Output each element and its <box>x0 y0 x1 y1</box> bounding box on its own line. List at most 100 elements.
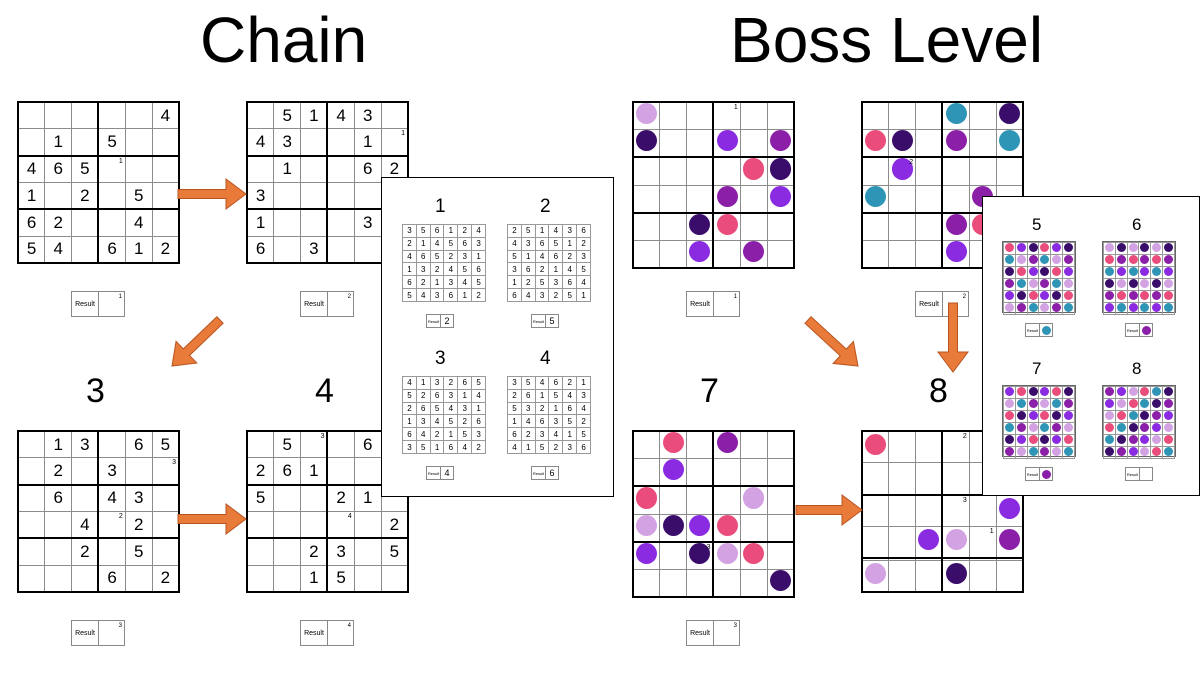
grid-cell[interactable] <box>151 208 180 237</box>
grid-cell[interactable] <box>712 568 741 598</box>
grid-cell[interactable] <box>380 564 409 593</box>
grid-cell[interactable] <box>273 181 302 210</box>
grid-cell[interactable] <box>888 526 917 559</box>
grid-cell[interactable]: 6 <box>97 235 126 264</box>
grid-cell[interactable] <box>71 564 99 593</box>
grid-cell[interactable]: 5 <box>151 430 180 459</box>
grid-cell[interactable] <box>659 568 688 598</box>
grid-cell[interactable]: 2 <box>44 457 73 486</box>
grid-cell[interactable] <box>71 457 99 486</box>
grid-cell[interactable] <box>915 430 943 464</box>
grid-cell[interactable] <box>246 101 275 130</box>
grid-cell[interactable] <box>246 510 275 539</box>
grid-cell[interactable] <box>124 101 153 130</box>
grid-cell[interactable] <box>861 129 890 158</box>
grid-cell[interactable] <box>686 568 714 598</box>
grid-cell[interactable] <box>17 510 46 539</box>
grid-cell[interactable] <box>44 510 73 539</box>
grid-cell[interactable] <box>659 458 688 487</box>
grid-cell[interactable]: 1 <box>273 154 302 183</box>
grid-cell[interactable] <box>941 101 970 131</box>
grid-cell[interactable] <box>861 430 890 464</box>
grid-cell[interactable]: 4 <box>124 208 153 237</box>
grid-cell[interactable] <box>326 208 355 237</box>
grid-cell[interactable] <box>766 540 795 570</box>
grid-cell[interactable] <box>995 156 1024 186</box>
grid-cell[interactable] <box>326 181 355 210</box>
grid-cell[interactable] <box>941 156 970 186</box>
grid-cell[interactable]: 6 <box>44 483 73 512</box>
grid-cell[interactable] <box>17 457 46 486</box>
grid-cell[interactable] <box>71 128 99 157</box>
grid-cell[interactable] <box>326 128 355 157</box>
grid-cell[interactable]: 1 <box>17 181 46 210</box>
grid-cell[interactable] <box>941 211 970 241</box>
grid-cell[interactable] <box>941 559 970 593</box>
grid-cell[interactable]: 4 <box>71 510 99 539</box>
grid-cell[interactable]: 3 <box>97 457 126 486</box>
grid-cell[interactable] <box>659 430 688 460</box>
grid-cell[interactable]: 4 <box>326 510 355 539</box>
grid-cell[interactable]: 6 <box>17 208 46 237</box>
result-value-box[interactable]: 3 <box>714 621 739 645</box>
grid-cell[interactable] <box>861 101 890 131</box>
grid-cell[interactable] <box>151 537 180 566</box>
grid-cell[interactable] <box>686 485 714 515</box>
grid-cell[interactable] <box>659 239 688 269</box>
grid-cell[interactable] <box>632 430 661 460</box>
grid-cell[interactable] <box>941 239 970 269</box>
grid-cell[interactable] <box>686 101 714 131</box>
grid-cell[interactable] <box>712 211 741 241</box>
grid-cell[interactable]: 2 <box>151 564 180 593</box>
grid-cell[interactable]: 2 <box>124 510 153 539</box>
grid-cell[interactable] <box>739 458 768 487</box>
grid-cell[interactable]: 3 <box>273 128 302 157</box>
grid-cell[interactable]: 3 <box>151 457 180 486</box>
grid-cell[interactable] <box>995 526 1024 559</box>
grid-cell[interactable]: 3 <box>300 235 328 264</box>
grid-cell[interactable] <box>739 485 768 515</box>
result-value-box[interactable]: 2 <box>328 292 353 316</box>
grid-cell[interactable] <box>659 540 688 570</box>
grid-cell[interactable]: 1 <box>246 208 275 237</box>
grid-cell[interactable] <box>888 129 917 158</box>
grid-cell[interactable]: 1 <box>300 564 328 593</box>
grid-cell[interactable] <box>941 129 970 158</box>
grid-cell[interactable] <box>632 211 661 241</box>
grid-cell[interactable] <box>888 184 917 214</box>
grid-cell[interactable] <box>17 430 46 459</box>
grid-cell[interactable] <box>995 101 1024 131</box>
grid-cell[interactable] <box>995 559 1024 593</box>
grid-cell[interactable]: 6 <box>246 235 275 264</box>
grid-cell[interactable] <box>97 430 126 459</box>
grid-cell[interactable] <box>686 430 714 460</box>
grid-cell[interactable] <box>941 462 970 496</box>
grid-cell[interactable] <box>151 128 180 157</box>
grid-cell[interactable] <box>632 485 661 515</box>
grid-cell[interactable]: 2 <box>380 510 409 539</box>
grid-cell[interactable] <box>968 101 997 131</box>
grid-cell[interactable] <box>712 156 741 186</box>
grid-cell[interactable] <box>632 101 661 131</box>
result-value-box[interactable]: 1 <box>99 292 124 316</box>
grid-cell[interactable]: 3 <box>686 540 714 570</box>
grid-cell[interactable] <box>739 513 768 543</box>
grid-cell[interactable] <box>766 211 795 241</box>
grid-cell[interactable]: 5 <box>246 483 275 512</box>
grid-cell[interactable] <box>861 526 890 559</box>
grid-cell[interactable]: 1 <box>97 154 126 183</box>
grid-cell[interactable]: 4 <box>44 235 73 264</box>
grid-cell[interactable] <box>380 101 409 130</box>
grid-cell[interactable] <box>739 430 768 460</box>
grid-cell[interactable]: 1 <box>968 526 997 559</box>
grid-cell[interactable] <box>766 129 795 158</box>
grid-cell[interactable] <box>124 154 153 183</box>
grid-cell[interactable]: 1 <box>124 235 153 264</box>
grid-cell[interactable] <box>766 568 795 598</box>
grid-cell[interactable] <box>17 564 46 593</box>
grid-cell[interactable] <box>941 526 970 559</box>
grid-cell[interactable] <box>273 537 302 566</box>
result-value-box[interactable]: 2 <box>943 292 968 316</box>
grid-cell[interactable] <box>17 101 46 130</box>
grid-cell[interactable] <box>353 235 382 264</box>
